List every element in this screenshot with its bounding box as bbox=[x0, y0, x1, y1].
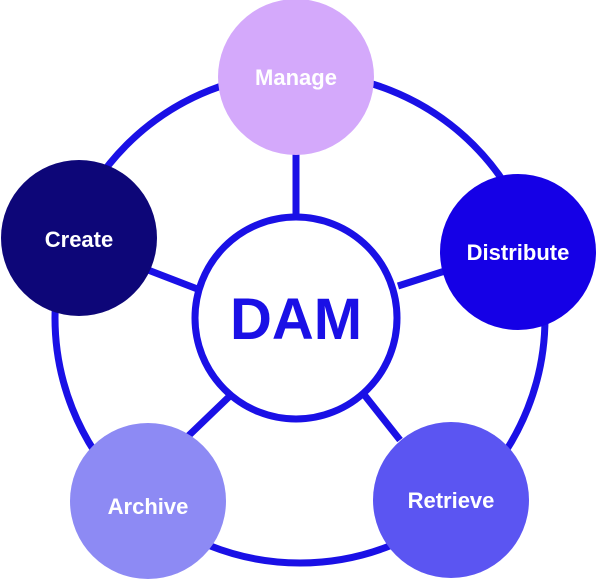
node-retrieve-circle bbox=[373, 422, 529, 578]
node-create-circle bbox=[1, 160, 157, 316]
node-archive-label: Archive bbox=[108, 494, 189, 519]
node-create: Create bbox=[1, 160, 157, 316]
center-label: DAM bbox=[230, 287, 362, 352]
node-archive: Archive bbox=[70, 423, 226, 579]
center-hub bbox=[191, 213, 401, 423]
node-manage-label: Manage bbox=[255, 65, 337, 90]
spoke-archive bbox=[179, 389, 237, 445]
spoke-retrieve bbox=[359, 389, 403, 443]
node-distribute: Distribute bbox=[440, 174, 596, 330]
node-retrieve: Retrieve bbox=[373, 422, 529, 578]
spoke-create bbox=[146, 266, 202, 294]
node-archive-circle bbox=[70, 423, 226, 579]
spoke-distribute bbox=[396, 266, 450, 290]
node-manage: Manage bbox=[218, 0, 374, 155]
node-manage-circle bbox=[218, 0, 374, 155]
node-distribute-label: Distribute bbox=[467, 240, 570, 265]
node-create-label: Create bbox=[45, 227, 113, 252]
node-distribute-circle bbox=[440, 174, 596, 330]
node-retrieve-label: Retrieve bbox=[408, 488, 495, 513]
